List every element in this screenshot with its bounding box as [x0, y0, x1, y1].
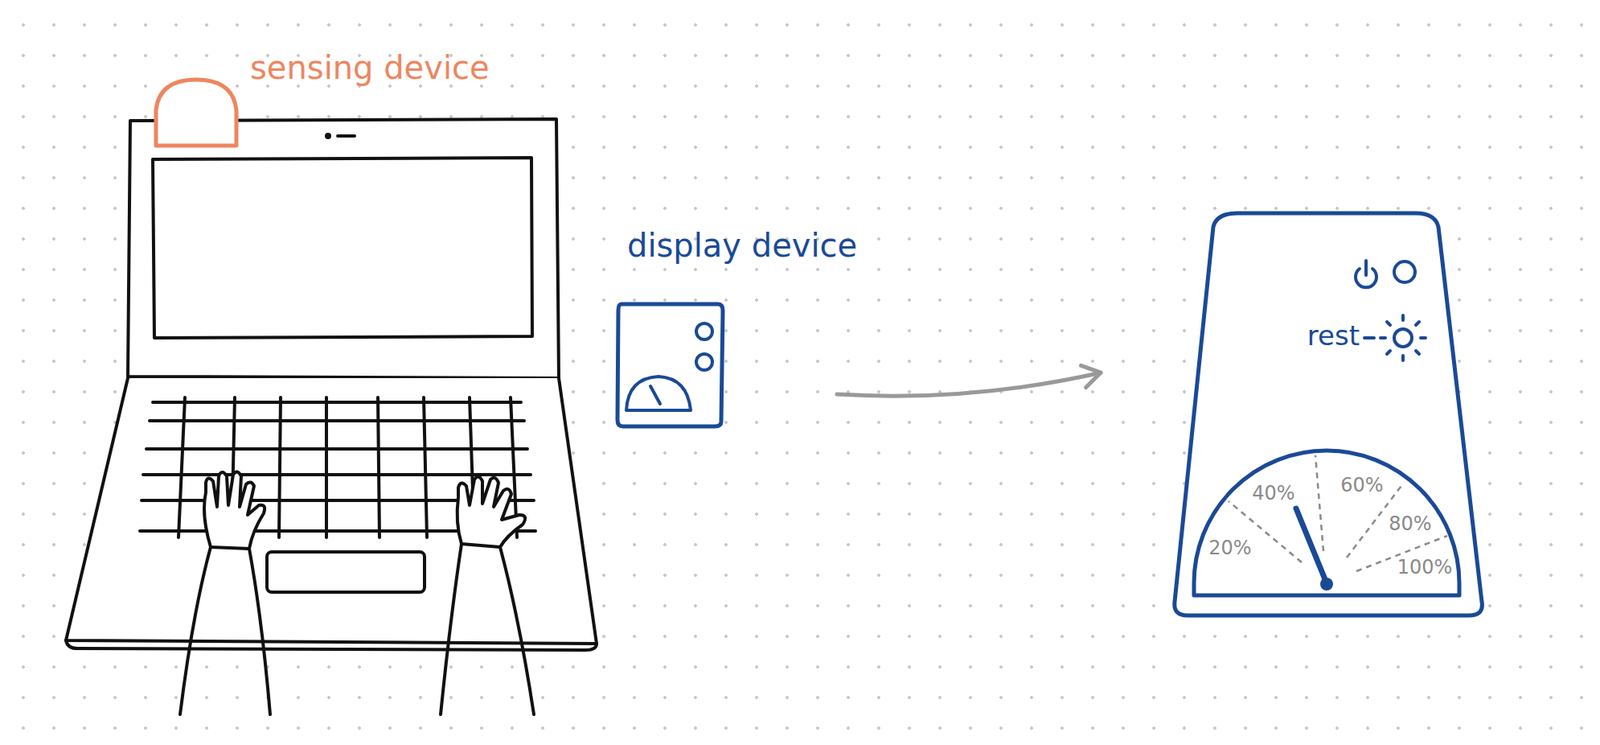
display-device-small: display device: [615, 300, 725, 429]
gauge-scale: 80%: [1386, 512, 1433, 536]
sensing-device-outline: [152, 76, 240, 149]
gauge-scale: 20%: [1206, 537, 1253, 560]
display-device-small-outline: [615, 300, 725, 429]
device-label: sensing device: [250, 49, 490, 87]
display-device-large: rest 20% 40% 60%80% 100%: [1173, 209, 1485, 618]
gauge-dial: 20% 40% 60%80% 100%: [1189, 434, 1480, 604]
sensing-device: sensing device: [152, 76, 240, 149]
gauge-scale: 60%: [1338, 474, 1385, 497]
arrow-connector: [836, 365, 1101, 396]
gauge-scale: 40%: [1250, 482, 1297, 505]
device-label: display device: [627, 226, 858, 264]
gauge-scale: 100%: [1395, 556, 1455, 579]
button-label: rest: [1307, 320, 1360, 352]
